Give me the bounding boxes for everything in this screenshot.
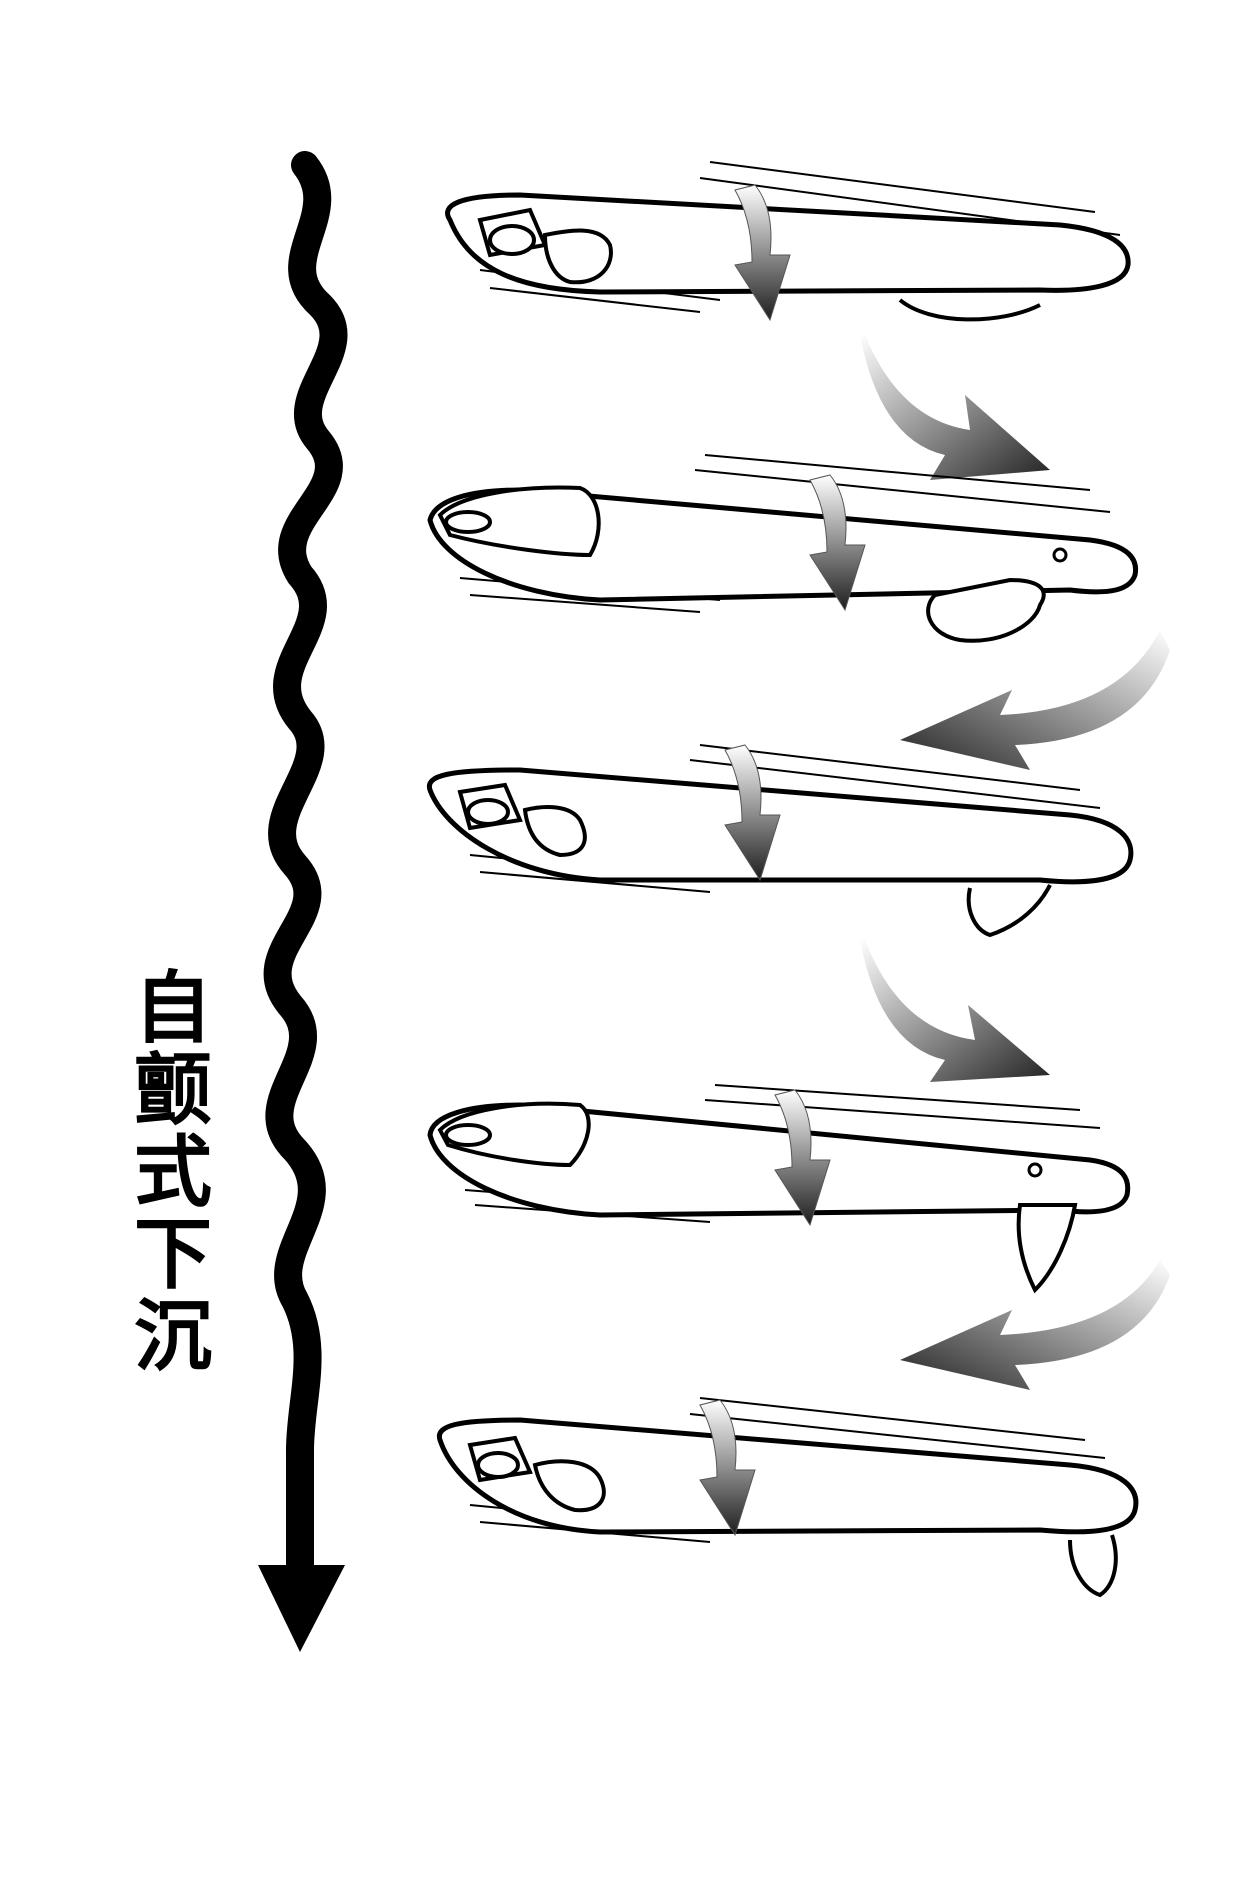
caption-char-3: 式	[133, 1128, 212, 1218]
lure-1-twist-arrow	[734, 184, 791, 322]
caption-char-4: 下	[133, 1210, 212, 1300]
lure-4-speed-lines	[464, 1084, 1101, 1223]
lure-5	[436, 1397, 1139, 1598]
lure-4-lip	[1016, 1203, 1078, 1294]
lure-1-body	[445, 192, 1131, 295]
lure-3-eye	[466, 798, 510, 826]
lure-2-lip	[926, 577, 1046, 643]
lure-5-eye	[476, 1451, 520, 1479]
wavy-sinking-arrow	[258, 151, 348, 1652]
lure-2-twist-arrow	[809, 474, 866, 612]
lure-3	[426, 744, 1134, 938]
lure-4-eye	[444, 1123, 492, 1147]
lure-2-eye	[444, 510, 492, 534]
lure-3-lip	[966, 884, 1052, 938]
lure-1-gill	[542, 228, 613, 285]
lure-3-body	[426, 767, 1134, 885]
lure-1-lip	[898, 298, 1041, 322]
lure-5-lip	[1068, 1534, 1118, 1598]
caption-char-2: 颤	[133, 1046, 212, 1136]
curve-arrow-2	[900, 630, 1170, 770]
lure-4-twist-arrow	[774, 1089, 831, 1227]
lure-2-body	[427, 487, 1139, 603]
lure-2-head	[437, 485, 601, 558]
lure-3-speed-lines	[469, 744, 1101, 893]
lure-3-gill	[522, 805, 587, 858]
lure-5-body	[436, 1417, 1139, 1535]
sinking-caption: 自 颤 式 下 沉	[118, 968, 228, 1378]
lure-1	[445, 161, 1131, 322]
curve-arrow-1	[860, 335, 1050, 480]
lure-3-twist-arrow	[724, 744, 781, 882]
curve-arrow-4	[900, 1260, 1170, 1390]
lure-2-speed-lines	[459, 454, 1111, 613]
lure-5-gill	[532, 1459, 606, 1513]
lure-2	[427, 454, 1139, 643]
lure-1-speed-lines	[479, 161, 1121, 313]
wavy-line	[263, 151, 348, 1589]
lure-5-twist-arrow	[699, 1399, 756, 1537]
lure-4-head	[437, 1101, 591, 1168]
curve-arrow-3	[860, 940, 1050, 1082]
lure-2-line-tie	[1052, 547, 1068, 563]
caption-char-1: 自	[133, 964, 212, 1054]
arrowhead-down	[258, 1565, 345, 1652]
lure-1-eye	[488, 224, 536, 256]
transition-arrows	[860, 335, 1170, 1390]
lure-4	[427, 1084, 1131, 1294]
lure-5-speed-lines	[469, 1397, 1106, 1543]
lure-4-body	[427, 1102, 1131, 1218]
lure-4-line-tie	[1027, 1162, 1043, 1178]
caption-char-5: 沉	[133, 1292, 212, 1382]
